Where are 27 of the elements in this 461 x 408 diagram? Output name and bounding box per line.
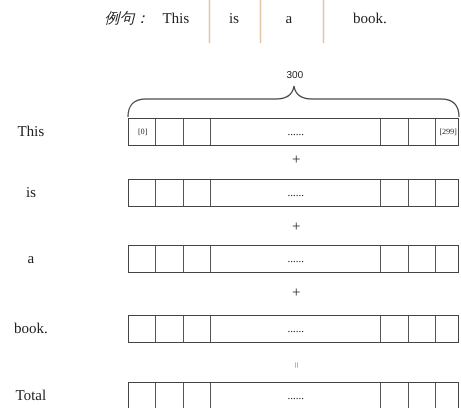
vector-bar [128,382,459,408]
ellipsis: ...... [288,324,304,334]
row-label: This [18,124,44,140]
index-label: [0] [138,128,148,136]
row-label: is [26,186,36,200]
vector-bar [128,245,459,273]
plus-sign: + [292,220,300,234]
plus-sign: + [292,286,300,300]
dimension-label: 300 [286,71,304,81]
ellipsis: ...... [288,390,304,402]
vector-bar [128,315,459,343]
row-label: Total [16,388,46,404]
ellipsis: ...... [288,126,304,138]
ellipsis: ...... [288,254,304,264]
word-label: a [286,12,292,26]
index-label: [299] [440,128,457,136]
word-label: book. [353,12,387,26]
vector-bar [128,118,459,146]
ellipsis: ...... [288,188,304,198]
word-label: This [162,12,190,26]
row-label: book. [14,322,48,336]
word-label: is [229,12,240,26]
plus-sign: + [292,152,300,168]
row-label: a [28,252,34,266]
vector-bar [128,179,459,207]
equals-sign: = [290,362,302,368]
caption-label: 例句： [104,12,150,26]
